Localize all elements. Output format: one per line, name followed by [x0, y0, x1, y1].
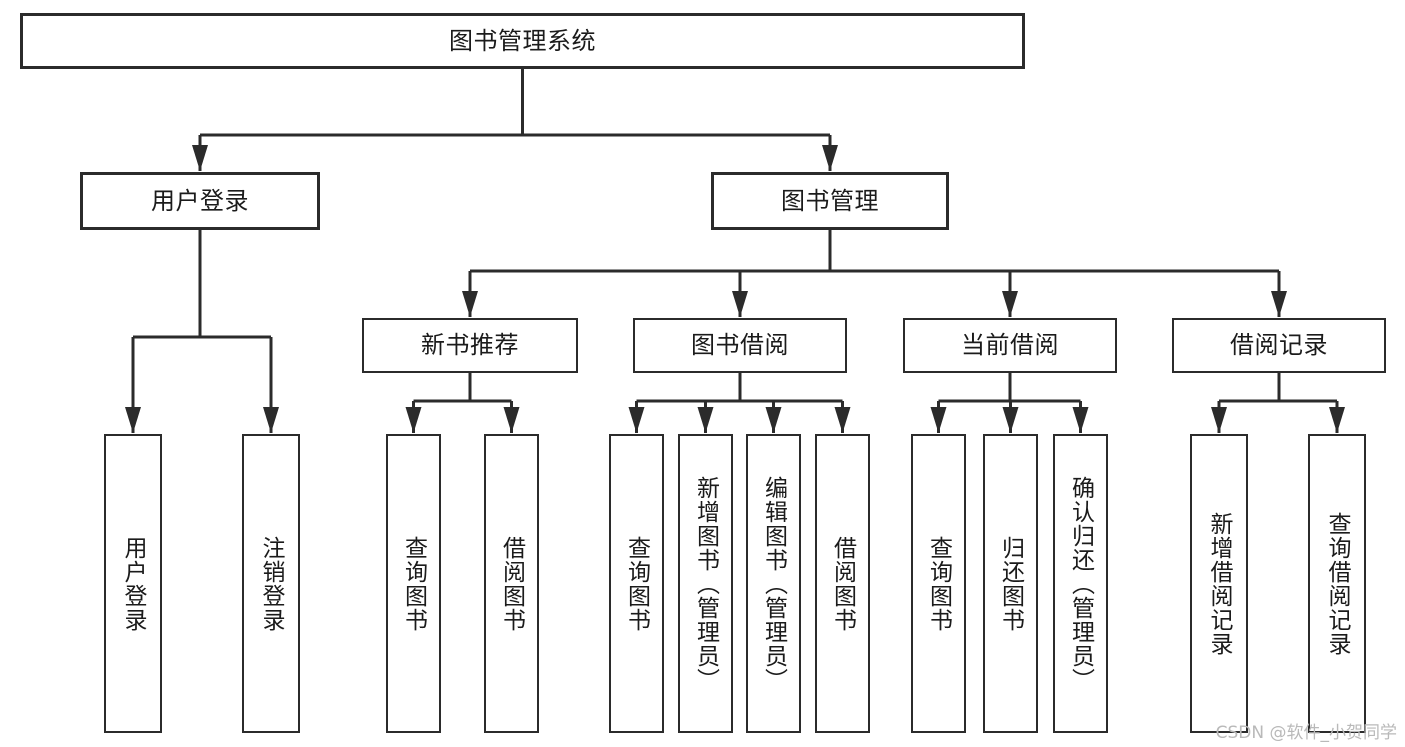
node-leaf-borrow-book-rec[interactable]: 借阅图书: [484, 434, 539, 733]
node-leaf-query-book-cur[interactable]: 查询图书: [911, 434, 966, 733]
node-book-borrow[interactable]: 图书借阅: [633, 318, 847, 373]
node-label: 图书借阅: [691, 331, 789, 360]
connector-conn-root: [192, 69, 838, 171]
connector-conn-current-borrow: [930, 373, 1089, 433]
connector-conn-user-login: [125, 230, 279, 433]
node-new-book-rec[interactable]: 新书推荐: [362, 318, 578, 373]
node-label: 注销登录: [258, 535, 285, 632]
node-label: 确认归还（管理员）: [1067, 475, 1094, 692]
node-leaf-confirm-return[interactable]: 确认归还（管理员）: [1053, 434, 1108, 733]
connector-conn-borrow-record: [1211, 373, 1345, 433]
node-label: 借阅图书: [829, 535, 856, 632]
node-leaf-query-record[interactable]: 查询借阅记录: [1308, 434, 1366, 733]
connector-conn-book-manage: [462, 230, 1287, 317]
node-leaf-query-book-rec[interactable]: 查询图书: [386, 434, 441, 733]
node-label: 当前借阅: [961, 331, 1059, 360]
node-leaf-query-book-borrow[interactable]: 查询图书: [609, 434, 664, 733]
node-leaf-return-book[interactable]: 归还图书: [983, 434, 1038, 733]
node-label: 图书管理系统: [449, 26, 596, 55]
node-label: 新书推荐: [421, 331, 519, 360]
node-label: 新增图书（管理员）: [692, 475, 719, 692]
node-label: 查询图书: [623, 535, 650, 632]
node-user-login[interactable]: 用户登录: [80, 172, 320, 230]
node-leaf-logout[interactable]: 注销登录: [242, 434, 300, 733]
node-root[interactable]: 图书管理系统: [20, 13, 1025, 69]
node-label: 用户登录: [120, 535, 147, 632]
node-leaf-add-record[interactable]: 新增借阅记录: [1190, 434, 1248, 733]
node-label: 查询借阅记录: [1324, 511, 1351, 656]
node-borrow-record[interactable]: 借阅记录: [1172, 318, 1386, 373]
node-book-manage[interactable]: 图书管理: [711, 172, 949, 230]
node-current-borrow[interactable]: 当前借阅: [903, 318, 1117, 373]
node-label: 借阅图书: [498, 535, 525, 632]
node-label: 查询图书: [400, 535, 427, 632]
node-label: 图书管理: [781, 186, 879, 215]
connector-conn-book-borrow: [628, 373, 851, 433]
node-label: 编辑图书（管理员）: [760, 475, 787, 692]
node-leaf-user-login[interactable]: 用户登录: [104, 434, 162, 733]
connector-conn-new-book-rec: [405, 373, 520, 433]
node-label: 查询图书: [925, 535, 952, 632]
node-label: 归还图书: [997, 535, 1024, 632]
node-leaf-add-book[interactable]: 新增图书（管理员）: [678, 434, 733, 733]
node-leaf-borrow-book[interactable]: 借阅图书: [815, 434, 870, 733]
watermark: CSDN @软件_小贺同学: [1215, 723, 1397, 743]
node-label: 新增借阅记录: [1206, 511, 1233, 656]
node-leaf-edit-book[interactable]: 编辑图书（管理员）: [746, 434, 801, 733]
node-label: 借阅记录: [1230, 331, 1328, 360]
node-label: 用户登录: [151, 186, 249, 215]
